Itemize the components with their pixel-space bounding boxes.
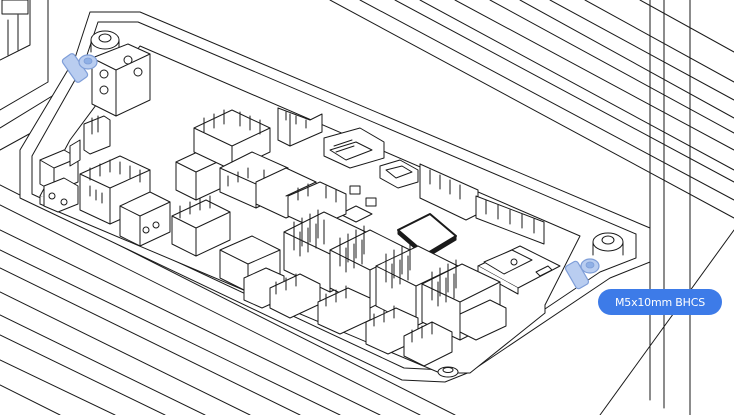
extrusion-rail-upper	[329, 0, 734, 415]
reset-button	[339, 185, 377, 223]
standoff-bottom	[437, 366, 459, 378]
connector-top	[277, 107, 323, 147]
header-right-upper	[419, 163, 545, 245]
power-terminal	[91, 43, 151, 117]
standoff-right	[592, 232, 624, 256]
screw-callout-text: M5x10mm BHCS	[614, 295, 705, 309]
sd-card-slot	[323, 127, 385, 169]
wifi-module	[477, 245, 561, 295]
header-row-bottom	[219, 235, 507, 367]
screw-right	[564, 258, 600, 290]
usb-port	[379, 159, 419, 189]
frame-left	[0, 0, 63, 151]
fan-connectors	[119, 191, 231, 257]
screw-callout-label: M5x10mm BHCS	[598, 289, 722, 315]
stepper-drivers	[283, 209, 501, 341]
screw-left	[61, 53, 98, 83]
endstop-connectors	[39, 115, 111, 213]
